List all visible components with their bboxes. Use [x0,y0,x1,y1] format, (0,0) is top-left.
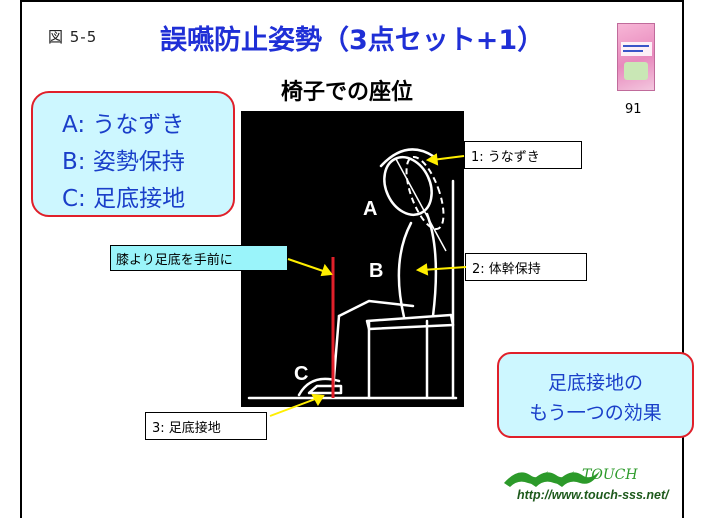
summary-item-c: C: 足底接地 [62,186,186,212]
figure-label: 図 5-5 [48,28,98,46]
callout-nod: 1: うなずき [464,141,582,169]
summary-box: A: うなずき B: 姿勢保持 C: 足底接地 [31,91,235,217]
effect-line-2: もう一つの効果 [529,402,662,424]
marker-b: B [369,260,383,282]
callout-foot: 3: 足底接地 [145,412,267,440]
effect-box: 足底接地の もう一つの効果 [497,352,694,438]
chest-line [397,221,413,319]
nod-dashed-oval [405,155,445,231]
slide-border-right [682,0,684,518]
page-number: 91 [625,102,642,117]
nod-guide-line [395,158,447,252]
book-cover-thumbnail [617,23,655,91]
foot [307,384,343,395]
thigh [337,299,415,318]
head [383,156,433,216]
logo-wordmark: TOUCH [582,467,638,483]
callout-trunk: 2: 体幹保持 [465,253,587,281]
slide-title: 誤嚥防止姿勢（3点セット+1） [160,25,545,56]
callout-knee: 膝より足底を手前に [110,245,288,271]
summary-item-b: B: 姿勢保持 [62,149,185,175]
effect-line-1: 足底接地の [547,372,643,394]
marker-c: C [294,363,308,385]
summary-item-a: A: うなずき [62,112,185,138]
marker-a: A [363,198,377,220]
touch-logo-mark [504,471,600,487]
slide-border-left [20,0,22,518]
posture-drawing: A B C [247,148,458,400]
logo-url: http://www.touch-sss.net/ [517,488,669,502]
slide-border-top [20,0,684,2]
slide-subtitle: 椅子での座位 [281,80,414,105]
chair-seat [365,313,455,331]
